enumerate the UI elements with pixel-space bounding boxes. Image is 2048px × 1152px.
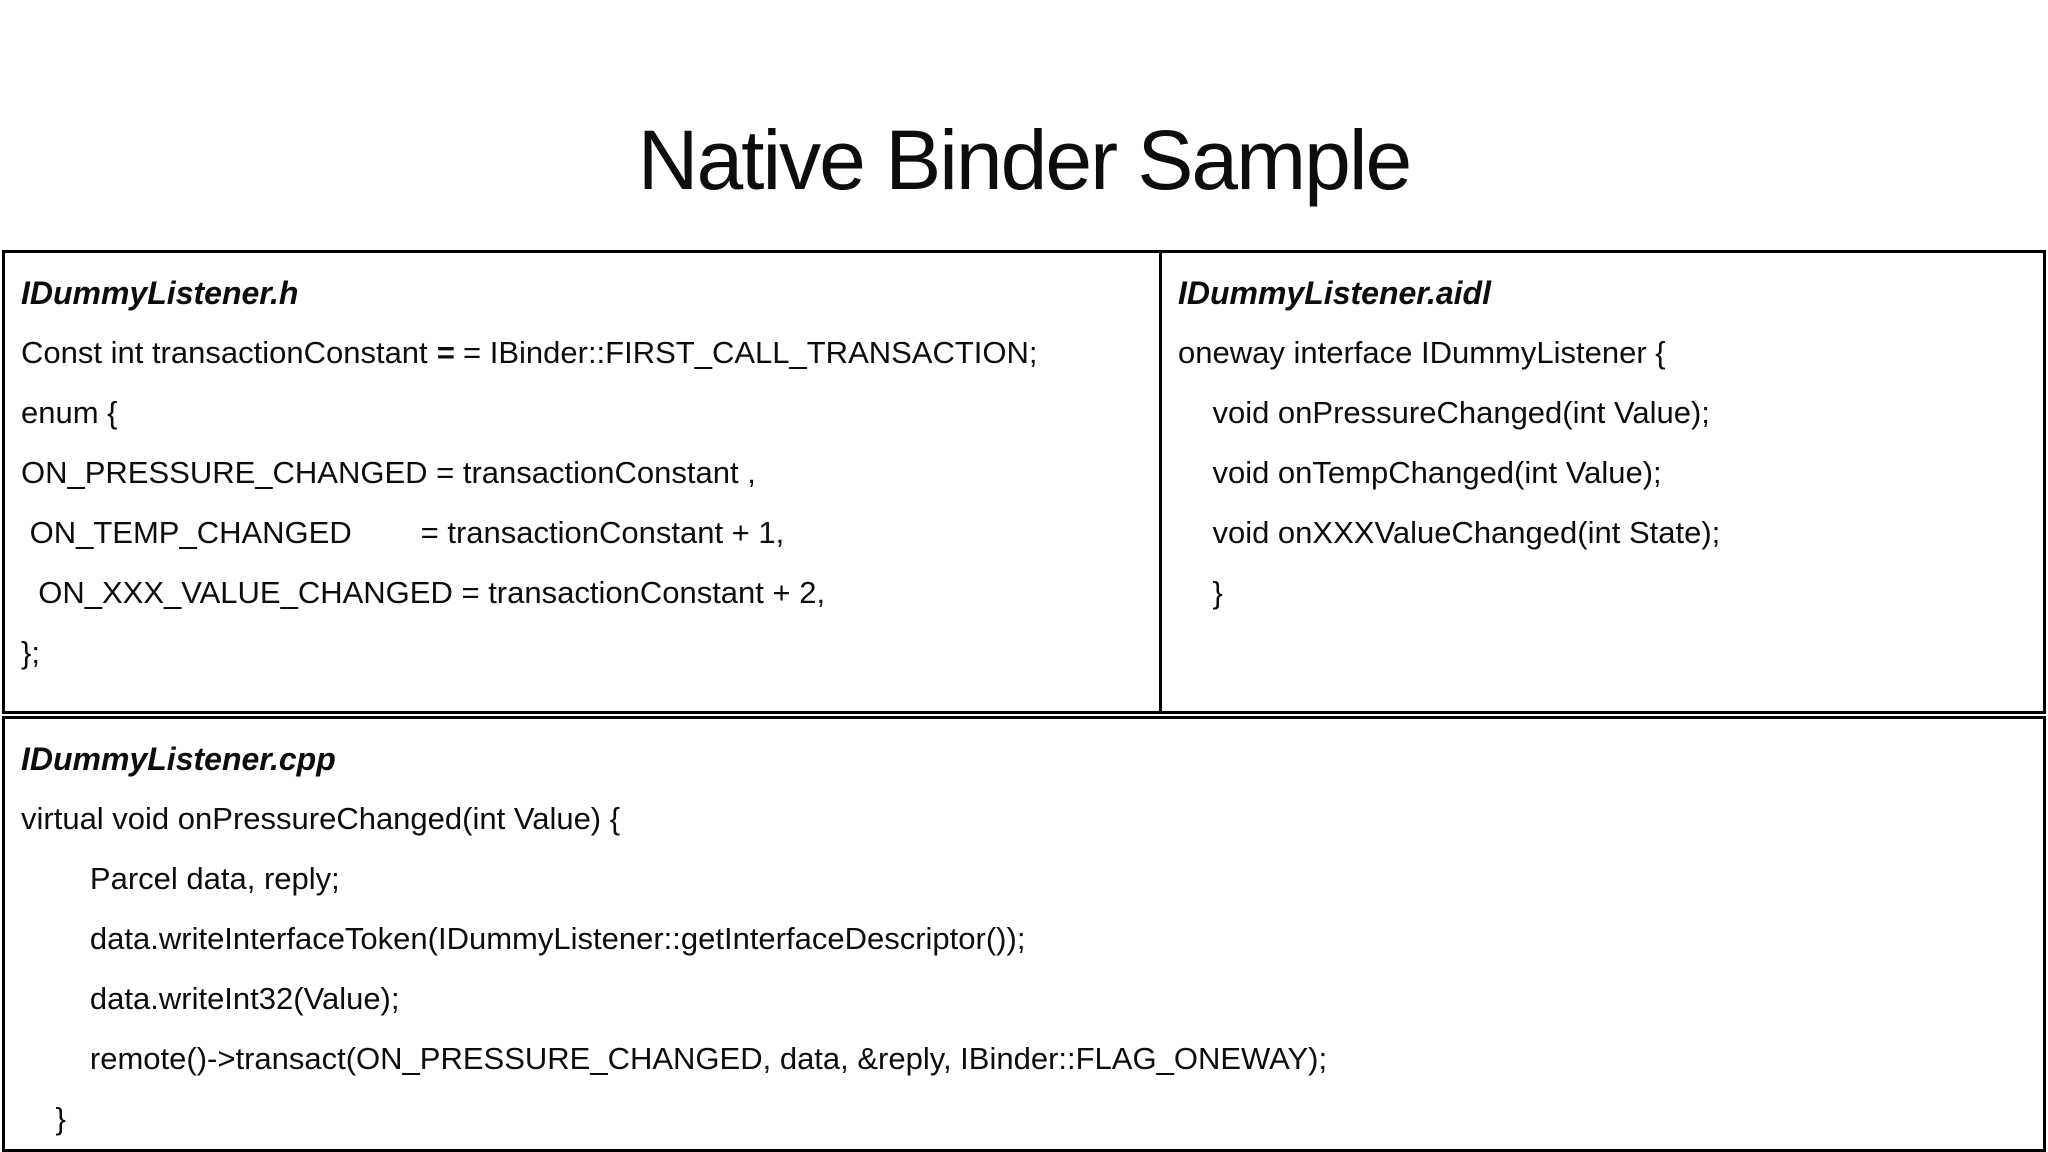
code-line: void onPressureChanged(int Value); xyxy=(1178,395,1710,430)
code-line: }; xyxy=(21,635,40,670)
code-panel-cpp-file: IDummyListener.cpp virtual void onPressu… xyxy=(2,716,2046,1152)
code-line: data.writeInt32(Value); xyxy=(21,981,400,1016)
code-line: void onTempChanged(int Value); xyxy=(1178,455,1662,490)
code-line: void onXXXValueChanged(int State); xyxy=(1178,515,1721,550)
filename-label-cpp: IDummyListener.cpp xyxy=(21,741,336,777)
code-line: remote()->transact(ON_PRESSURE_CHANGED, … xyxy=(21,1041,1328,1076)
code-line: ON_XXX_VALUE_CHANGED = transactionConsta… xyxy=(21,575,826,610)
code-line: oneway interface IDummyListener { xyxy=(1178,335,1666,370)
code-line: virtual void onPressureChanged(int Value… xyxy=(21,801,621,836)
code-segment: Const int transactionConstant xyxy=(21,335,437,370)
code-panel-header-file: IDummyListener.h Const int transactionCo… xyxy=(2,250,1162,714)
filename-label-h: IDummyListener.h xyxy=(21,275,299,311)
code-panel-aidl-file: IDummyListener.aidl oneway interface IDu… xyxy=(1159,250,2046,714)
code-line: data.writeInterfaceToken(IDummyListener:… xyxy=(21,921,1026,956)
filename-label-aidl: IDummyListener.aidl xyxy=(1178,275,1491,311)
code-line: ON_TEMP_CHANGED = transactionConstant + … xyxy=(21,515,785,550)
page-title: Native Binder Sample xyxy=(637,113,1412,207)
code-line: Parcel data, reply; xyxy=(21,861,340,896)
code-line: } xyxy=(21,1101,66,1136)
code-segment-bold: = xyxy=(436,335,455,370)
code-segment: = IBinder::FIRST_CALL_TRANSACTION; xyxy=(454,335,1038,370)
code-block-h: Const int transactionConstant = = IBinde… xyxy=(21,323,1147,683)
code-line: ON_PRESSURE_CHANGED = transactionConstan… xyxy=(21,455,756,490)
code-block-cpp: virtual void onPressureChanged(int Value… xyxy=(21,789,2031,1149)
code-line: } xyxy=(1178,575,1223,610)
code-line: enum { xyxy=(21,395,118,430)
code-line: Const int transactionConstant = = IBinde… xyxy=(21,323,1147,383)
code-block-aidl: oneway interface IDummyListener { void o… xyxy=(1178,323,2031,623)
